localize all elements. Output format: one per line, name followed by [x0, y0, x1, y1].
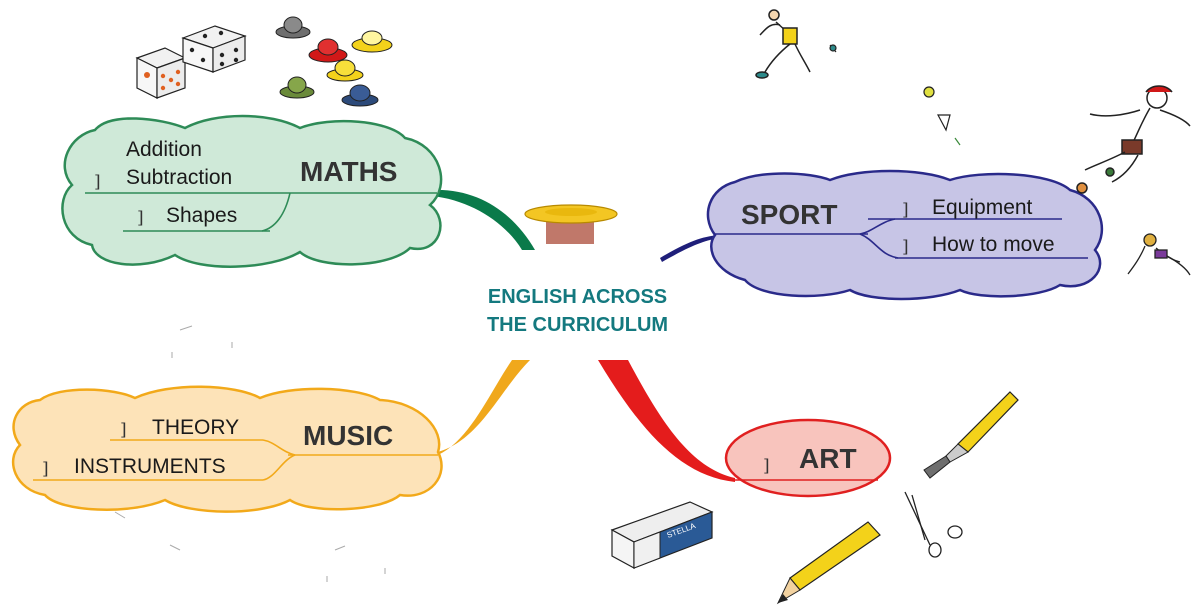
art-connector	[598, 360, 735, 482]
central-topic-line-1: ENGLISH ACROSS	[487, 286, 668, 308]
jumping-boy-icon	[1076, 85, 1191, 194]
hat-icon	[524, 204, 618, 244]
music-bracket-2: ]	[42, 459, 49, 479]
central-topic-line-2: THE CURRICULUM	[486, 314, 669, 336]
hats-icon	[275, 16, 393, 107]
maths-bracket-1: ]	[94, 172, 101, 192]
maths-item-subtraction: Subtraction	[126, 166, 233, 189]
maths-connector	[432, 189, 535, 250]
music-split-curve-bottom	[262, 454, 296, 481]
music-bracket-1: ]	[120, 420, 127, 440]
music-item-instruments: INSTRUMENTS	[74, 455, 226, 478]
central-topic: ENGLISH ACROSS THE CURRICULUM	[455, 283, 700, 339]
maths-branch-title: MATHS	[300, 156, 398, 187]
art-branch-title: ART	[799, 443, 857, 474]
paintbrush-icon	[923, 391, 1019, 479]
music-branch-title: MUSIC	[303, 420, 394, 451]
sport-split-curve-top	[859, 218, 896, 235]
art-bracket: ]	[763, 456, 770, 476]
sport-item-how-to-move: How to move	[932, 233, 1055, 256]
sport-bracket-1: ]	[902, 200, 909, 220]
swimmer-icon	[1127, 233, 1191, 276]
pencil-icon	[776, 521, 881, 605]
maths-item-addition: Addition	[126, 138, 202, 161]
maths-bracket-2: ]	[137, 208, 144, 228]
sport-split-curve-bottom	[859, 233, 899, 259]
eraser-icon: STELLA	[610, 501, 714, 570]
maths-item-shapes: Shapes	[166, 204, 238, 227]
runner-icon	[755, 9, 811, 79]
badminton-icon	[829, 44, 961, 146]
sport-bracket-2: ]	[902, 237, 909, 257]
music-connector	[438, 360, 530, 455]
stray-marks	[114, 325, 386, 582]
sport-cloud	[706, 169, 1104, 301]
scissors-icon	[904, 491, 963, 558]
music-split-curve-top	[262, 439, 296, 456]
maths-cloud	[61, 114, 443, 268]
maths-split-curve	[261, 192, 291, 232]
sport-item-equipment: Equipment	[932, 196, 1033, 219]
art-oval	[724, 418, 892, 498]
music-item-theory: THEORY	[152, 416, 240, 439]
sport-branch-title: SPORT	[741, 199, 838, 230]
dice-icon	[135, 25, 247, 99]
